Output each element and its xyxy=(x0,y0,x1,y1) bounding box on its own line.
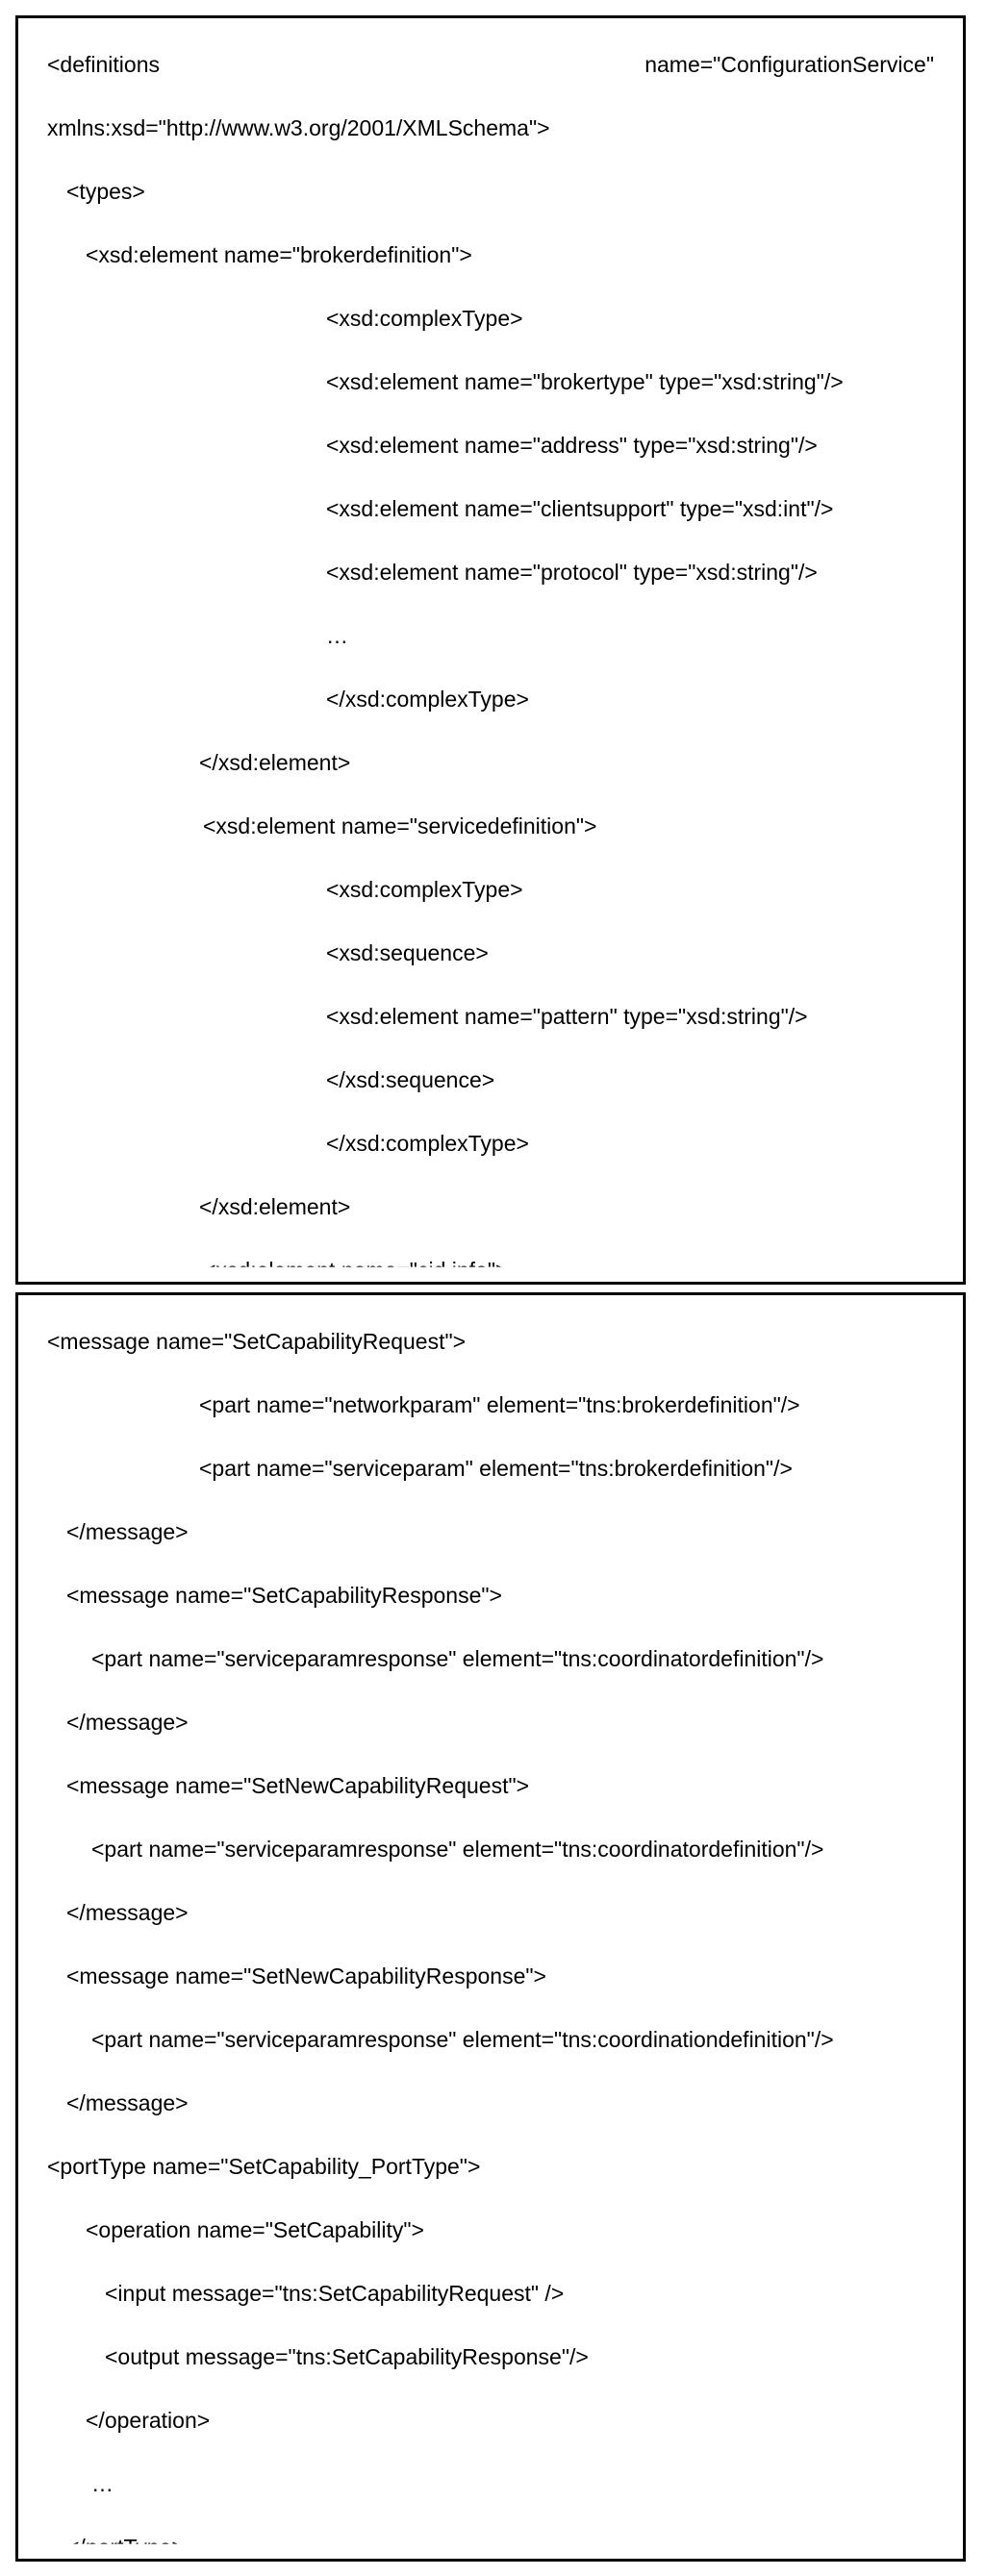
setnewcapabilityrequest-message-line: <message name="SetNewCapabilityRequest"> xyxy=(66,1773,530,1798)
element-close-line-2: </xsd:element> xyxy=(199,1194,351,1219)
wsdl-types-panel: <definitions name="ConfigurationService"… xyxy=(15,15,966,1285)
operation-close-line: </operation> xyxy=(86,2408,211,2433)
setcapabilityrequest-message-line: <message name="SetCapabilityRequest"> xyxy=(47,1329,467,1354)
element-close-line: </xsd:element> xyxy=(199,750,351,775)
message-close-line-4: </message> xyxy=(66,2090,189,2115)
truncated-element-line: <xsd:element name="cid.info"> xyxy=(203,1258,509,1283)
truncated-porttype-close-line: </portType> xyxy=(66,2535,185,2560)
porttype-open-line: <portType name="SetCapability_PortType"> xyxy=(47,2154,481,2179)
input-message-line: <input message="tns:SetCapabilityRequest… xyxy=(105,2281,565,2306)
message-close-line: </message> xyxy=(66,1519,189,1544)
xmlns-line: xmlns:xsd="http://www.w3.org/2001/XMLSch… xyxy=(47,115,550,140)
message-close-line-3: </message> xyxy=(66,1900,189,1925)
servicedefinition-element-line: <xsd:element name="servicedefinition"> xyxy=(203,813,597,838)
address-element-line: <xsd:element name="address" type="xsd:st… xyxy=(326,433,818,458)
protocol-element-line: <xsd:element name="protocol" type="xsd:s… xyxy=(326,560,818,585)
sequence-open-line: <xsd:sequence> xyxy=(326,940,489,965)
clientsupport-element-line: <xsd:element name="clientsupport" type="… xyxy=(326,496,834,521)
serviceparam-part-line: <part name="serviceparam" element="tns:b… xyxy=(199,1456,793,1481)
definitions-name-attribute: name="ConfigurationService" xyxy=(644,52,934,77)
setcapabilityresponse-message-line: <message name="SetCapabilityResponse"> xyxy=(66,1583,502,1608)
serviceparamresponse-part-line-2: <part name="serviceparamresponse" elemen… xyxy=(91,1837,824,1862)
complextype-close-line-2: </xsd:complexType> xyxy=(326,1131,529,1156)
complextype-open-line-2: <xsd:complexType> xyxy=(326,877,523,902)
sequence-close-line: </xsd:sequence> xyxy=(326,1067,495,1092)
pattern-element-line: <xsd:element name="pattern" type="xsd:st… xyxy=(326,1004,808,1029)
operation-open-line: <operation name="SetCapability"> xyxy=(86,2217,424,2242)
wsdl-messages-panel: <message name="SetCapabilityRequest"> <p… xyxy=(15,1292,966,2562)
setnewcapabilityresponse-message-line: <message name="SetNewCapabilityResponse"… xyxy=(66,1963,546,1988)
networkparam-part-line: <part name="networkparam" element="tns:b… xyxy=(199,1392,800,1417)
brokerdefinition-element-line: <xsd:element name="brokerdefinition"> xyxy=(86,242,472,267)
ellipsis-line: … xyxy=(326,623,348,648)
serviceparamresponse-part-line-3: <part name="serviceparamresponse" elemen… xyxy=(91,2027,834,2052)
serviceparamresponse-part-line: <part name="serviceparamresponse" elemen… xyxy=(91,1646,824,1671)
complextype-open-line: <xsd:complexType> xyxy=(326,306,523,331)
brokertype-element-line: <xsd:element name="brokertype" type="xsd… xyxy=(326,369,844,394)
types-open-tag: <types> xyxy=(66,179,145,204)
definitions-line: <definitions name="ConfigurationService" xyxy=(47,51,934,78)
definitions-open-tag: <definitions xyxy=(47,52,160,77)
complextype-close-line: </xsd:complexType> xyxy=(326,687,529,712)
output-message-line: <output message="tns:SetCapabilityRespon… xyxy=(105,2344,589,2369)
message-close-line-2: </message> xyxy=(66,1710,189,1735)
ellipsis-line-2: … xyxy=(91,2471,114,2496)
